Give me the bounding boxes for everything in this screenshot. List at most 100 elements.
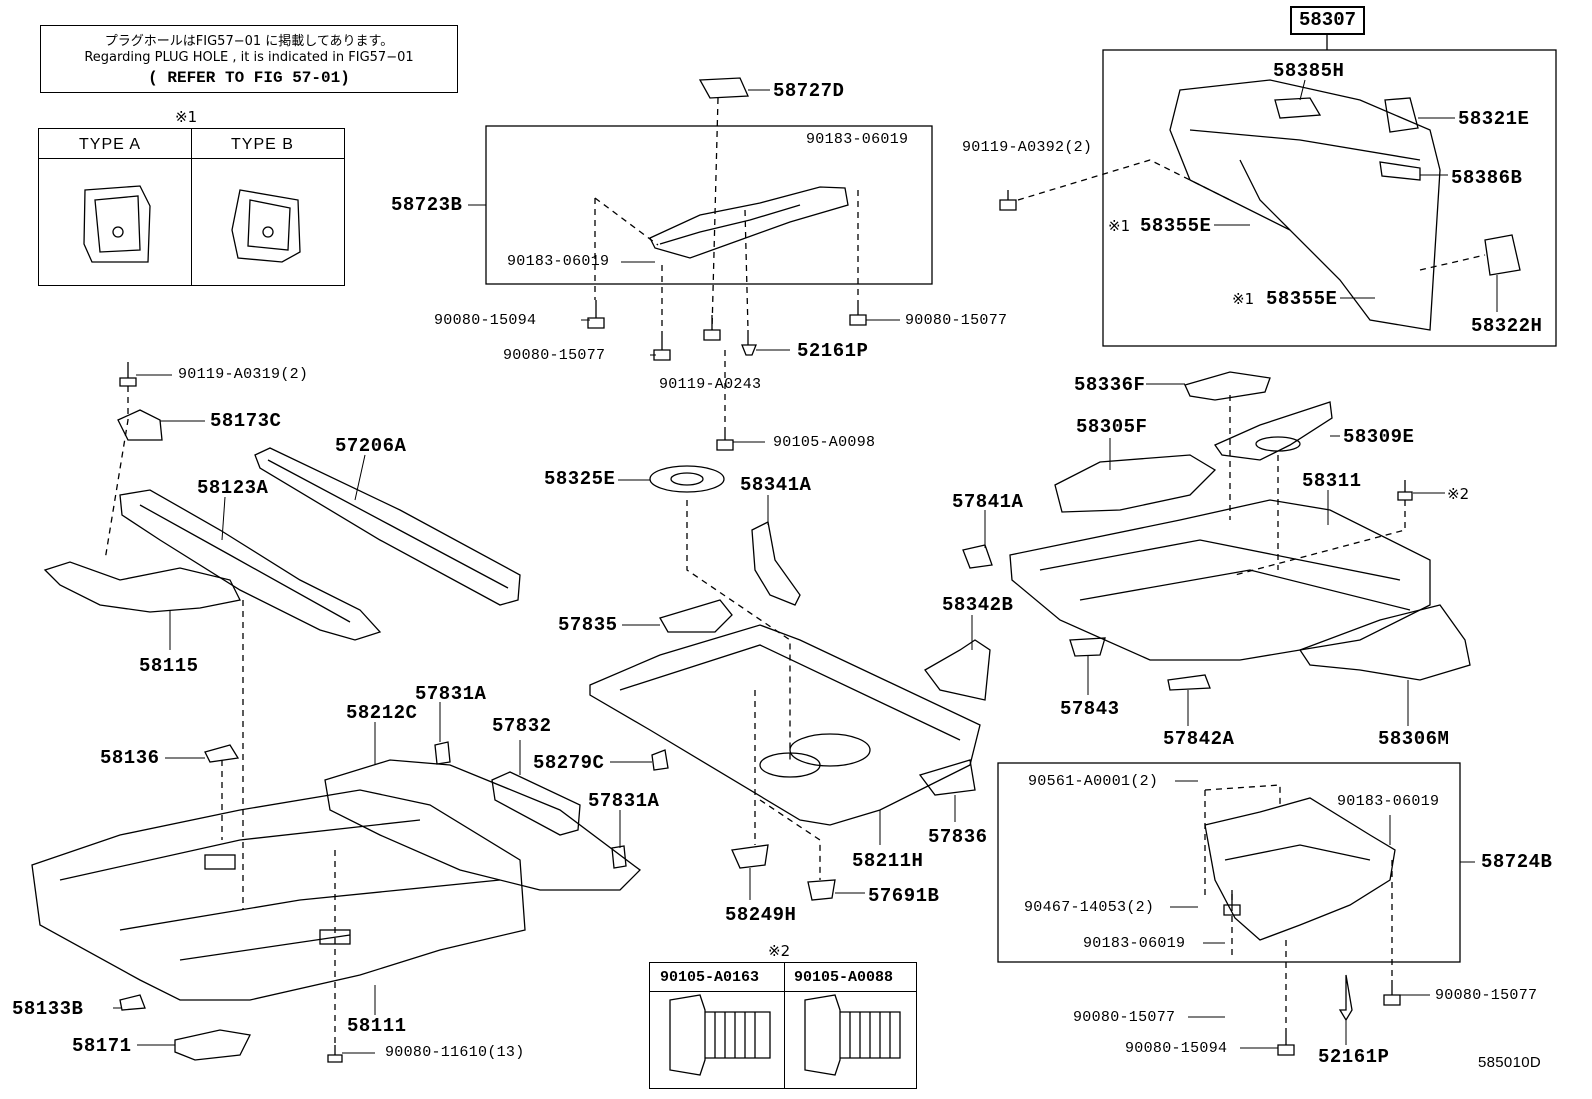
- part-58123a-shape: [119, 489, 382, 641]
- part-58212c-shape: [324, 759, 641, 891]
- part-label-90080-15094[interactable]: 90080-15094: [1125, 1040, 1228, 1057]
- part-label-90561-a0001[interactable]: 90561-A0001(2): [1028, 773, 1159, 790]
- part-label-58111[interactable]: 58111: [347, 1015, 407, 1037]
- mark-2-label: ※2: [1447, 485, 1470, 503]
- part-label-58727d[interactable]: 58727D: [773, 80, 845, 102]
- fastener-col2-label[interactable]: 90105-A0088: [794, 969, 894, 986]
- part-label-58341a[interactable]: 58341A: [740, 474, 812, 496]
- type-a-label: TYPE A: [79, 136, 142, 153]
- note-refer-link[interactable]: ( REFER TO FIG 57-01): [148, 69, 350, 87]
- part-label-57843[interactable]: 57843: [1060, 698, 1120, 720]
- part-label-52161p[interactable]: 52161P: [1318, 1046, 1390, 1068]
- part-label-58212c[interactable]: 58212C: [346, 702, 418, 724]
- group-box-58307: [1102, 49, 1557, 347]
- type-variant-box: TYPE A TYPE B: [38, 128, 345, 286]
- part-label-58305f[interactable]: 58305F: [1076, 416, 1148, 438]
- part-label-57836[interactable]: 57836: [928, 826, 988, 848]
- part-58171-shape: [174, 1029, 251, 1061]
- part-57841a-shape: [962, 544, 993, 569]
- leader-lines: [113, 79, 1498, 1054]
- fastener-variant-box: 90105-A0163 90105-A0088: [649, 962, 917, 1089]
- part-label-58355e[interactable]: 58355E: [1266, 288, 1338, 310]
- part-label-90467-14053[interactable]: 90467-14053(2): [1024, 899, 1155, 916]
- part-label-90183-06019[interactable]: 90183-06019: [507, 253, 610, 270]
- part-57843-shape: [1069, 637, 1106, 657]
- fastener-col1-label[interactable]: 90105-A0163: [660, 969, 760, 986]
- part-label-90080-15094[interactable]: 90080-15094: [434, 312, 537, 329]
- part-58306m-shape: [1299, 604, 1471, 681]
- part-label-58386b[interactable]: 58386B: [1451, 167, 1523, 189]
- part-label-58336f[interactable]: 58336F: [1074, 374, 1146, 396]
- part-58727d-shape: [698, 77, 749, 99]
- part-58279c-shape: [651, 749, 669, 771]
- part-label-58249h[interactable]: 58249H: [725, 904, 797, 926]
- part-58322h-shape: [1484, 234, 1521, 276]
- part-label-58724b[interactable]: 58724B: [1481, 851, 1553, 873]
- part-58311-shape: [1009, 499, 1431, 661]
- part-label-90183-06019[interactable]: 90183-06019: [1337, 793, 1440, 810]
- part-label-57832[interactable]: 57832: [492, 715, 552, 737]
- part-label-57841a[interactable]: 57841A: [952, 491, 1024, 513]
- part-label-58311[interactable]: 58311: [1302, 470, 1362, 492]
- part-label-58309e[interactable]: 58309E: [1343, 426, 1415, 448]
- part-58342b-shape: [924, 639, 991, 701]
- part-57691b-shape: [807, 879, 836, 901]
- part-label-58115[interactable]: 58115: [139, 655, 199, 677]
- part-58307-dash-panel-shape: [1169, 79, 1441, 331]
- part-label-58306m[interactable]: 58306M: [1378, 728, 1450, 750]
- note-line-english: Regarding PLUG HOLE , it is indicated in…: [84, 50, 414, 65]
- part-label-57691b[interactable]: 57691B: [868, 885, 940, 907]
- part-label-90183-06019[interactable]: 90183-06019: [806, 131, 909, 148]
- part-58136-shape: [204, 744, 240, 763]
- part-label-90080-15077[interactable]: 90080-15077: [1435, 987, 1538, 1004]
- part-label-90183-06019[interactable]: 90183-06019: [1083, 935, 1186, 952]
- part-label-58171[interactable]: 58171: [72, 1035, 132, 1057]
- part-label-90080-15077[interactable]: 90080-15077: [503, 347, 606, 364]
- mark-1-label: ※1: [175, 108, 198, 126]
- part-label-90119-a0392[interactable]: 90119-A0392(2): [962, 139, 1093, 156]
- part-label-90080-15077[interactable]: 90080-15077: [1073, 1009, 1176, 1026]
- part-label-58279c[interactable]: 58279C: [533, 752, 605, 774]
- part-label-57842a[interactable]: 57842A: [1163, 728, 1235, 750]
- bolt-icons: [119, 190, 1413, 1063]
- part-label-90080-15077[interactable]: 90080-15077: [905, 312, 1008, 329]
- part-label-52161p[interactable]: 52161P: [797, 340, 869, 362]
- part-58336f-shape: [1184, 371, 1271, 401]
- part-label-90119-a0243[interactable]: 90119-A0243: [659, 376, 762, 393]
- plug-hole-note: プラグホールはFIG57−01 に掲載してあります。 Regarding PLU…: [40, 25, 458, 93]
- fastener-90105-a0163-icon: [669, 994, 771, 1076]
- part-label-58321e[interactable]: 58321E: [1458, 108, 1530, 130]
- note-line-japanese: プラグホールはFIG57−01 に掲載してあります。: [104, 34, 394, 49]
- part-label-58123a[interactable]: 58123A: [197, 477, 269, 499]
- part-label-58136[interactable]: 58136: [100, 747, 160, 769]
- part-label-90105-a0098[interactable]: 90105-A0098: [773, 434, 876, 451]
- part-label-57206a[interactable]: 57206A: [335, 435, 407, 457]
- part-label-58173c[interactable]: 58173C: [210, 410, 282, 432]
- part-label-58723b[interactable]: 58723B: [391, 194, 463, 216]
- part-label-58342b[interactable]: 58342B: [942, 594, 1014, 616]
- part-label-57835[interactable]: 57835: [558, 614, 618, 636]
- part-label-58355e[interactable]: 58355E: [1140, 215, 1212, 237]
- part-58385h-shape: [1274, 97, 1322, 119]
- fastener-box-divider: [784, 963, 785, 1088]
- part-57835-shape: [659, 599, 733, 633]
- part-label-57831a[interactable]: 57831A: [588, 790, 660, 812]
- main-part-ref-58307[interactable]: 58307: [1290, 6, 1365, 35]
- part-label-58211h[interactable]: 58211H: [852, 850, 924, 872]
- part-label-58133b[interactable]: 58133B: [12, 998, 84, 1020]
- part-label-90080-11610[interactable]: 90080-11610(13): [385, 1044, 525, 1061]
- part-label-90119-a0319[interactable]: 90119-A0319(2): [178, 366, 309, 383]
- part-58305f-shape: [1054, 454, 1217, 513]
- part-label-58322h[interactable]: 58322H: [1471, 315, 1543, 337]
- part-58325e-shape: [649, 465, 725, 493]
- part-57842a-shape: [1167, 674, 1211, 691]
- type-a-bracket-icon: [83, 185, 151, 263]
- part-57206a-shape: [254, 447, 521, 606]
- part-58724b-shape: [1204, 797, 1396, 941]
- part-label-58385h[interactable]: 58385H: [1273, 60, 1345, 82]
- part-label-58325e[interactable]: 58325E: [544, 468, 616, 490]
- part-label-57831a[interactable]: 57831A: [415, 683, 487, 705]
- part-58115-shape: [43, 561, 241, 613]
